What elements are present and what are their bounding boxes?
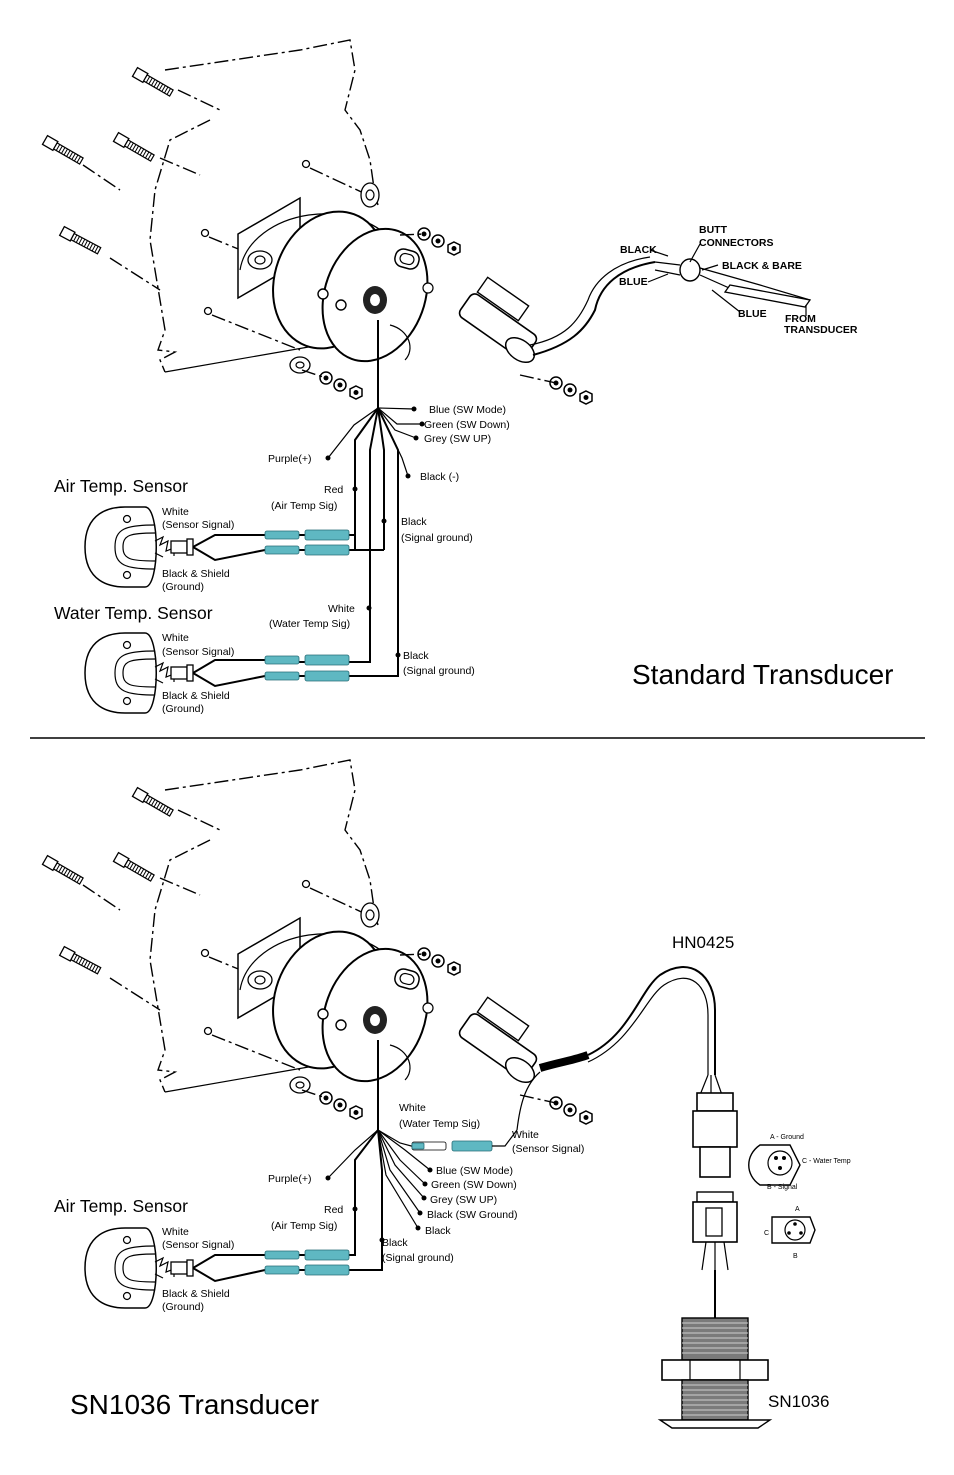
- sn1036-transducer-title: SN1036 Transducer: [70, 1389, 319, 1420]
- white-wire-sub-label: (Water Temp Sig): [269, 618, 350, 630]
- nut-icon: [549, 1096, 593, 1125]
- sn1036-label: SN1036: [768, 1392, 829, 1411]
- air-black-label: Black & Shield: [162, 1288, 230, 1300]
- dash-outline: [164, 39, 379, 206]
- air-sensor-title: Air Temp. Sensor: [54, 476, 188, 496]
- air-black-sub-label: (Ground): [162, 1301, 204, 1313]
- air-white-sub-label: (Sensor Signal): [162, 1239, 234, 1251]
- pin-a-label: A - Ground: [770, 1134, 804, 1141]
- nut-icon: [319, 1091, 363, 1120]
- white-sensor-sub-label: (Sensor Signal): [512, 1143, 584, 1155]
- black-sig2-wire-sub-label: (Signal ground): [403, 665, 475, 677]
- air-white-label: White: [162, 1226, 189, 1238]
- bolt-icon: [59, 945, 103, 976]
- white-water-sub-label: (Water Temp Sig): [399, 1118, 480, 1130]
- sn1036-section: A - Ground C - Water Temp B - Signal A B…: [41, 759, 851, 1429]
- bolt-icon: [112, 132, 156, 163]
- plug-icon: [458, 966, 716, 1131]
- air-white-sub-label: (Sensor Signal): [162, 519, 234, 531]
- bolt-icon: [41, 135, 85, 166]
- bolt-icon: [41, 855, 85, 886]
- butt-black-bare-label: BLACK & BARE: [722, 260, 802, 272]
- from-transducer-label-1: FROM: [785, 313, 816, 325]
- water-white-sub-label: (Sensor Signal): [162, 646, 234, 658]
- black-sig-wire-sub-label: (Signal ground): [401, 532, 473, 544]
- water-black-sub-label: (Ground): [162, 703, 204, 715]
- white-wire-label: White: [328, 603, 355, 615]
- white-water-label: White: [399, 1102, 426, 1114]
- black-wire-label: Black: [425, 1225, 451, 1237]
- butt-black-label: BLACK: [620, 244, 657, 256]
- water-black-label: Black & Shield: [162, 690, 230, 702]
- black-swg-wire-label: Black (SW Ground): [427, 1209, 517, 1221]
- red-wire-label: Red: [324, 1204, 343, 1216]
- green-wire-label: Green (SW Down): [431, 1179, 517, 1191]
- pin-c-label: C - Water Temp: [802, 1158, 851, 1165]
- butt-connectors: BLACK BLUE BUTT CONNECTORS BLACK & BARE …: [619, 224, 858, 336]
- air-black-sub-label: (Ground): [162, 581, 204, 593]
- black-sig-wire-label: Black: [382, 1237, 408, 1249]
- bolt-icon: [59, 225, 103, 256]
- black-sig2-wire-label: Black: [403, 650, 429, 662]
- pin-a-letter: A: [795, 1206, 800, 1213]
- wire-harness: [290, 1040, 518, 1271]
- white-sensor-label: White: [512, 1129, 539, 1141]
- deutsch-connector: A - Ground C - Water Temp B - Signal A B…: [692, 1074, 851, 1320]
- hn0425-label: HN0425: [672, 933, 734, 952]
- black-neg-wire-label: Black (-): [420, 471, 459, 483]
- grey-wire-label: Grey (SW UP): [424, 433, 491, 445]
- butt-connectors-label-1: BUTT: [699, 224, 728, 236]
- air-black-label: Black & Shield: [162, 568, 230, 580]
- bolt-icon: [131, 67, 175, 98]
- dash-edge: [149, 119, 211, 373]
- butt-blue2-label: BLUE: [738, 308, 767, 320]
- blue-wire-label: Blue (SW Mode): [429, 404, 506, 416]
- water-white-label: White: [162, 632, 189, 644]
- butt-blue-label: BLUE: [619, 276, 648, 288]
- red-wire-sub-label: (Air Temp Sig): [271, 500, 337, 512]
- air-sensor-title: Air Temp. Sensor: [54, 1196, 188, 1216]
- pin-b-label: B - Signal: [767, 1184, 798, 1191]
- water-sensor-title: Water Temp. Sensor: [54, 603, 213, 623]
- red-wire-label: Red: [324, 484, 343, 496]
- grey-wire-label: Grey (SW UP): [430, 1194, 497, 1206]
- butt-connectors-label-2: CONNECTORS: [699, 237, 773, 249]
- nut-icon: [549, 376, 593, 405]
- from-transducer-label-2: TRANSDUCER: [784, 324, 858, 336]
- air-white-label: White: [162, 506, 189, 518]
- sn1036-transducer-icon: [657, 1317, 773, 1429]
- bolt-icon: [112, 852, 156, 883]
- green-wire-label: Green (SW Down): [424, 419, 510, 431]
- pin-c-letter: C: [764, 1230, 769, 1237]
- nut-icon: [417, 947, 461, 976]
- purple-wire-label: Purple(+): [268, 453, 311, 465]
- nut-icon: [417, 227, 461, 256]
- black-sig-wire-sub-label: (Signal ground): [382, 1252, 454, 1264]
- bolt-icon: [131, 787, 175, 818]
- purple-wire-label: Purple(+): [268, 1173, 311, 1185]
- red-wire-sub-label: (Air Temp Sig): [271, 1220, 337, 1232]
- plug-icon: [458, 256, 656, 364]
- standard-section: BLACK BLUE BUTT CONNECTORS BLACK & BARE …: [41, 39, 894, 715]
- standard-transducer-title: Standard Transducer: [632, 659, 894, 690]
- pin-b-letter: B: [793, 1253, 798, 1260]
- black-sig-wire-label: Black: [401, 516, 427, 528]
- nut-icon: [319, 371, 363, 400]
- blue-wire-label: Blue (SW Mode): [436, 1165, 513, 1177]
